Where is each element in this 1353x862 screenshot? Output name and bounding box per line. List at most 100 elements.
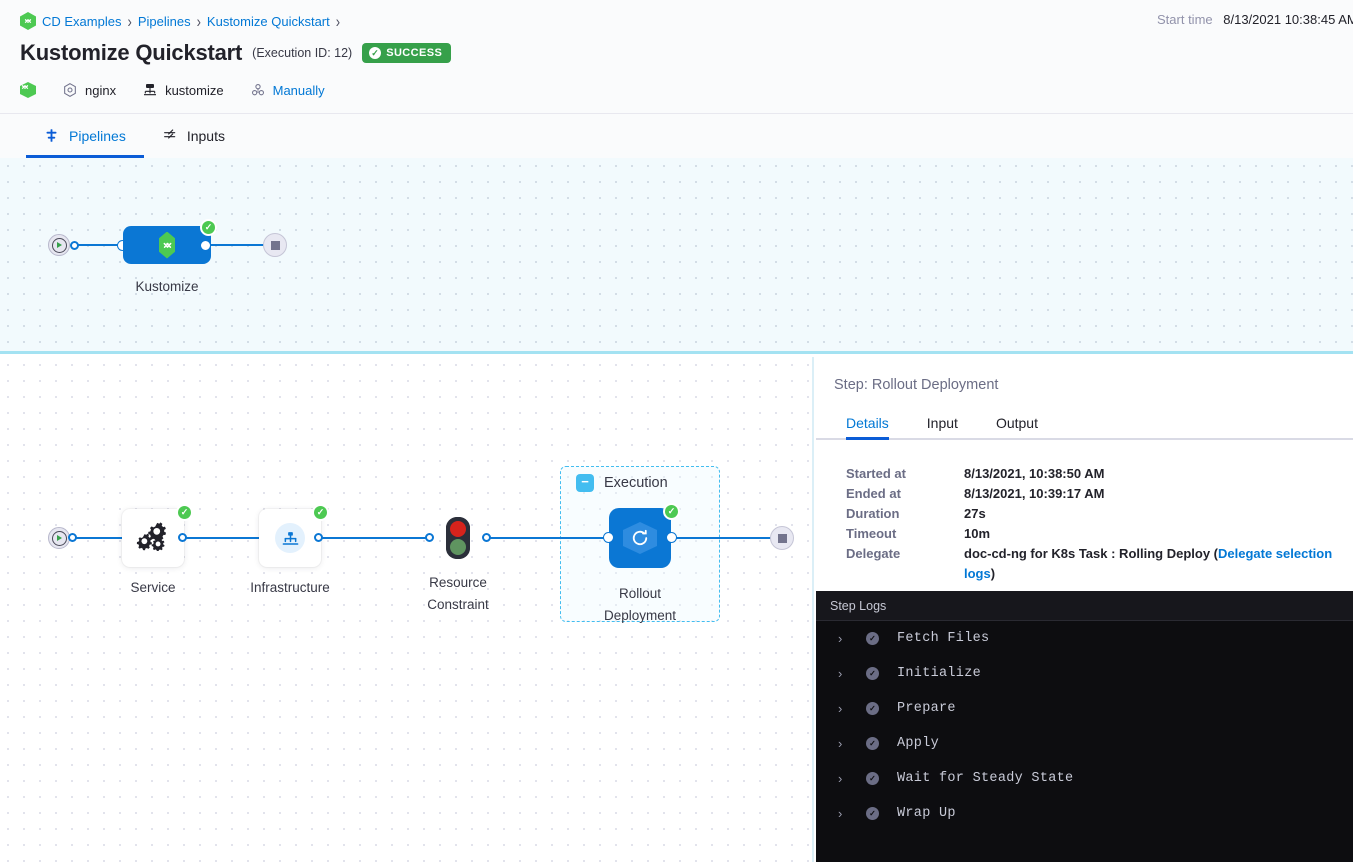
execution-group-header: − Execution	[576, 474, 668, 492]
status-success-icon: ✓	[866, 632, 879, 645]
panel-title: Step: Rollout Deployment	[834, 377, 999, 393]
breadcrumb-item-2[interactable]: Kustomize Quickstart	[206, 13, 330, 29]
step-node-label-infrastructure: Infrastructure	[250, 580, 330, 595]
trigger-icon	[250, 82, 266, 98]
edge-execution-stop	[667, 537, 777, 539]
rollout-icon	[623, 522, 657, 554]
tab-output[interactable]: Output	[995, 414, 1038, 431]
tab-inputs-label: Inputs	[186, 128, 225, 144]
detail-value: 8/13/2021, 10:39:17 AM	[964, 486, 1105, 501]
log-row-label: Fetch Files	[897, 631, 990, 646]
log-row[interactable]: › ✓ Wrap Up	[816, 796, 1353, 831]
detail-value: doc-cd-ng for K8s Task : Rolling Deploy …	[964, 544, 1353, 584]
log-row[interactable]: › ✓ Wait for Steady State	[816, 761, 1353, 796]
breadcrumb-item-0[interactable]: CD Examples	[42, 13, 122, 29]
kustomize-icon	[159, 231, 175, 259]
edge-port	[68, 533, 77, 542]
breadcrumb: CD Examples › Pipelines › Kustomize Quic…	[20, 10, 1333, 32]
edge-port	[667, 533, 676, 542]
edge-port	[178, 533, 187, 542]
main-tabs: Pipelines Inputs	[0, 113, 1353, 158]
log-row[interactable]: › ✓ Initialize	[816, 656, 1353, 691]
service-icon	[62, 82, 78, 98]
chevron-right-icon[interactable]: ›	[838, 771, 843, 786]
edge-kustomize-stop	[205, 244, 273, 246]
edge-start-service	[72, 537, 128, 539]
detail-row-timeout: Timeout 10m	[846, 524, 1353, 544]
detail-key: Duration	[846, 506, 900, 521]
tab-details[interactable]: Details	[830, 407, 905, 440]
stop-icon	[777, 533, 787, 543]
detail-key: Ended at	[846, 486, 901, 501]
log-row[interactable]: › ✓ Prepare	[816, 691, 1353, 726]
stage-node-kustomize[interactable]	[123, 226, 211, 264]
detail-row-delegate: Delegate doc-cd-ng for K8s Task : Rollin…	[846, 544, 1353, 584]
inputs-icon	[162, 128, 178, 144]
stage-graph-canvas[interactable]: − Execution ✓ Service	[0, 357, 814, 862]
step-logs-header: Step Logs	[816, 591, 1353, 621]
meta-trigger-label[interactable]: Manually	[272, 82, 325, 98]
step-node-service[interactable]	[122, 509, 184, 567]
meta-item-trigger[interactable]: Manually	[250, 82, 325, 98]
edge-infrastructure-resource	[318, 537, 430, 539]
detail-row-duration: Duration 27s	[846, 504, 1353, 524]
stage-node-label: Kustomize	[135, 279, 199, 294]
pipeline-icon	[44, 128, 60, 144]
pipeline-graph-canvas[interactable]: ✓ Kustomize	[0, 158, 1353, 354]
tab-pipelines-label: Pipelines	[69, 128, 126, 144]
edge-port	[604, 533, 613, 542]
graph-stop-node[interactable]	[263, 233, 287, 257]
detail-row-ended-at: Ended at 8/13/2021, 10:39:17 AM	[846, 484, 1353, 504]
chevron-right-icon[interactable]: ›	[838, 701, 843, 716]
check-icon: ✓	[369, 47, 382, 59]
stage-graph-stop-node[interactable]	[770, 526, 794, 550]
stage-graph-start-node[interactable]	[48, 527, 70, 549]
log-row[interactable]: › ✓ Fetch Files	[816, 621, 1353, 656]
edge-port	[70, 241, 79, 250]
chevron-right-icon[interactable]: ›	[838, 736, 843, 751]
breadcrumb-chevron-icon: ›	[335, 11, 341, 31]
step-node-infrastructure[interactable]	[259, 509, 321, 567]
edge-service-infrastructure	[182, 537, 268, 539]
graph-start-node[interactable]	[48, 234, 70, 256]
meta-infrastructure-label: kustomize	[165, 82, 224, 98]
breadcrumb-item-1[interactable]: Pipelines	[137, 13, 191, 29]
stop-icon	[270, 240, 280, 250]
execution-id: (Execution ID: 12)	[252, 46, 353, 60]
log-row-label: Initialize	[897, 666, 982, 681]
edge-port	[314, 533, 323, 542]
log-row[interactable]: › ✓ Apply	[816, 726, 1353, 761]
status-success-icon: ✓	[200, 219, 217, 236]
step-node-label-service: Service	[130, 580, 176, 595]
harness-hexagon-icon	[20, 82, 36, 98]
chevron-right-icon[interactable]: ›	[838, 666, 843, 681]
log-row-label: Wrap Up	[897, 806, 956, 821]
traffic-light-node[interactable]	[446, 517, 470, 559]
tab-input[interactable]: Input	[926, 414, 958, 431]
edge-resource-execution	[484, 537, 612, 539]
detail-key: Timeout	[846, 526, 897, 541]
step-node-rollout-deployment[interactable]	[609, 508, 671, 568]
status-success-icon: ✓	[866, 667, 879, 680]
status-success-icon: ✓	[866, 807, 879, 820]
edge-port	[482, 533, 491, 542]
tab-pipelines[interactable]: Pipelines	[26, 114, 144, 158]
detail-value: 8/13/2021, 10:38:50 AM	[964, 466, 1105, 481]
delegate-selection-logs-link[interactable]: Delegate selection logs	[964, 546, 1333, 581]
chevron-right-icon[interactable]: ›	[838, 631, 843, 646]
meta-item-infrastructure: kustomize	[142, 82, 224, 98]
detail-row-started-at: Started at 8/13/2021, 10:38:50 AM	[846, 464, 1353, 484]
play-icon	[51, 237, 67, 253]
service-gears-icon	[136, 521, 170, 556]
chevron-right-icon[interactable]: ›	[838, 806, 843, 821]
minus-icon[interactable]: −	[576, 474, 594, 492]
infrastructure-node-icon	[275, 523, 305, 553]
tab-inputs[interactable]: Inputs	[144, 114, 243, 158]
breadcrumb-chevron-icon: ›	[196, 11, 201, 31]
status-success-icon: ✓	[176, 504, 193, 521]
status-success-icon: ✓	[866, 772, 879, 785]
execution-group-label: Execution	[604, 475, 668, 491]
status-success-icon: ✓	[866, 737, 879, 750]
